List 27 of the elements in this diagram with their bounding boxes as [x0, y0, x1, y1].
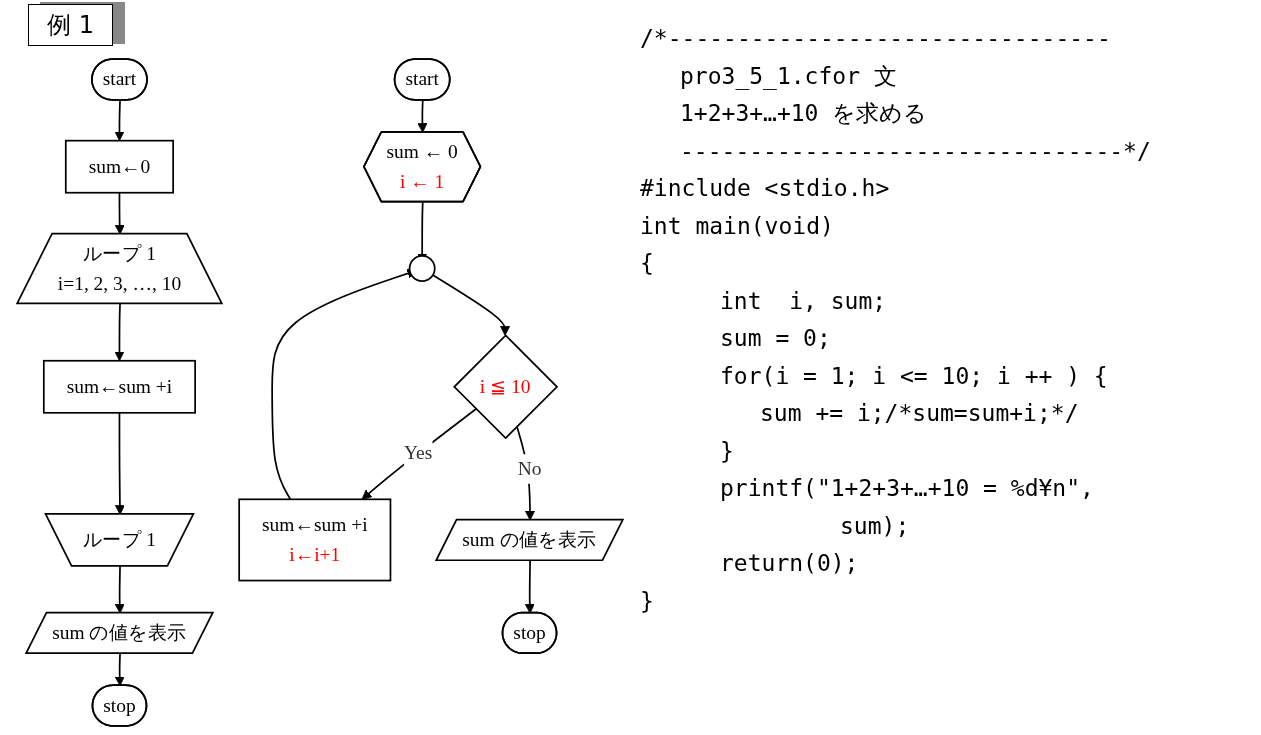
- code-line: }: [640, 586, 655, 616]
- code-line: 1+2+3+…+10 を求める: [679, 99, 929, 128]
- code-line: sum = 0;: [719, 324, 832, 353]
- arrow: [361, 408, 477, 500]
- node-box: sum←sum +i i←i+1: [238, 498, 392, 582]
- code-line: }: [719, 436, 735, 466]
- code-line: {: [640, 249, 655, 278]
- code-line: return(0);: [719, 549, 860, 578]
- edge-label: Yes: [404, 441, 433, 464]
- code-line: /*--------------------------------: [640, 24, 1112, 53]
- node-circle: [408, 255, 436, 282]
- edge-label: No: [517, 457, 542, 480]
- code-line: for(i = 1; i <= 10; i ++ ) {: [719, 361, 1109, 391]
- code-line: printf("1+2+3+…+10 = %d¥n",: [719, 474, 1095, 503]
- arrow: [417, 99, 428, 133]
- code-line: int i, sum;: [719, 286, 888, 316]
- node-box: sum←0: [64, 139, 174, 194]
- arrow: [114, 303, 125, 362]
- code-line: pro3_5_1.cfor 文: [679, 61, 898, 92]
- node-diamond: i ≦ 10: [453, 334, 559, 440]
- code-line: int main(void): [640, 211, 835, 241]
- code-line: sum += i;/*sum=sum+i;*/: [759, 399, 1080, 428]
- code-line: #include <stdio.h>: [640, 174, 891, 203]
- code-line: --------------------------------*/: [679, 136, 1152, 166]
- arrow: [114, 99, 125, 142]
- code-line: sum);: [839, 511, 911, 541]
- node-box: sum←sum +i: [42, 359, 196, 414]
